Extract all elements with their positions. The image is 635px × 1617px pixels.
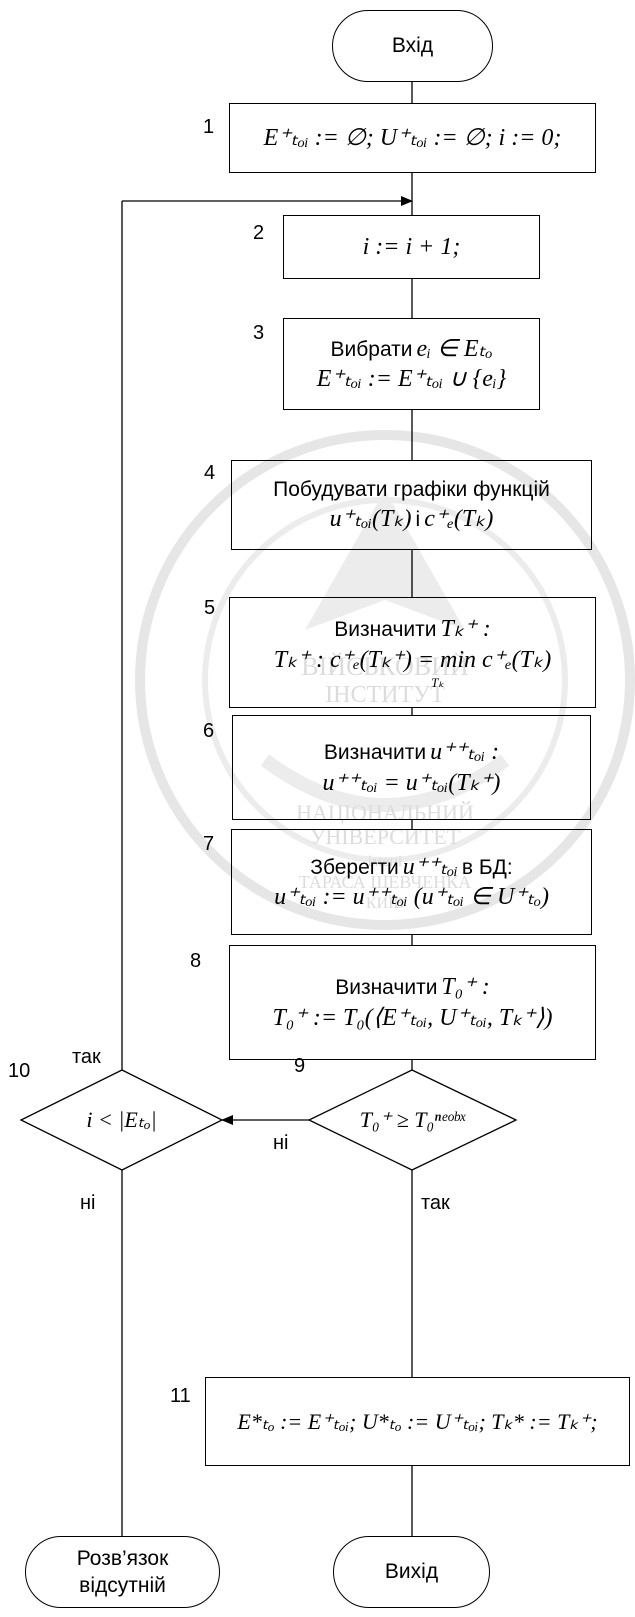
block-6-prefix: Визначити	[323, 741, 427, 765]
block-3-prefix: Вибрати	[330, 337, 413, 361]
edge-label-d9-yes: так	[421, 1192, 450, 1214]
decision-diamond-10	[19, 1069, 224, 1171]
block-5-formula-1: Tₖ⁺ :	[440, 616, 491, 643]
block-1: E⁺ₜₒᵢ := ∅; U⁺ₜₒᵢ := ∅; i := 0;	[229, 103, 596, 173]
edge-label-d9-no: ні	[273, 1132, 289, 1154]
block-2-number: 2	[253, 222, 265, 244]
block-6-formula-2: u⁺⁺ₜₒᵢ = u⁺ₜₒᵢ(Tₖ⁺)	[322, 769, 501, 796]
block-7-number: 7	[203, 833, 215, 855]
decision-10-condition: i < |Eₜₒ|	[86, 1107, 157, 1133]
block-5: Визначити Tₖ⁺ : Tₖ⁺ : c⁺ₑ(Tₖ⁺) = min c⁺ₑ…	[229, 597, 596, 708]
decision-9-number: 9	[294, 1055, 306, 1077]
block-8-number: 8	[190, 950, 202, 972]
block-4-number: 4	[204, 462, 216, 484]
block-8-prefix: Визначити	[335, 976, 438, 1000]
block-4-text: Побудувати графіки функцій	[273, 477, 550, 501]
block-5-number: 5	[204, 597, 216, 619]
block-7: Зберегти u⁺⁺ₜₒᵢ в БД: u⁺ₜₒᵢ := u⁺⁺ₜₒᵢ (u…	[231, 829, 592, 935]
edge-label-d10-yes: так	[72, 1046, 101, 1068]
block-4-connector: і	[415, 508, 421, 531]
block-4: Побудувати графіки функцій u⁺ₜₒᵢ(Tₖ) і c…	[231, 460, 592, 550]
block-3: Вибрати eᵢ ∈ Eₜₒ E⁺ₜₒᵢ := E⁺ₜₒᵢ ∪ {eᵢ}	[283, 318, 540, 410]
decision-10-number: 10	[8, 1060, 31, 1082]
watermark-line: КИЇВ	[366, 894, 404, 912]
block-6-number: 6	[203, 720, 215, 742]
end-terminal: Вихід	[333, 1536, 490, 1608]
decision-9-condition: T₀⁺ ≥ T₀ⁿᵉᵒᵇˣ	[359, 1107, 466, 1133]
watermark-line: імені	[368, 853, 403, 870]
watermark-line: ТАРАСА ШЕВЧЕНКА	[299, 872, 471, 892]
block-6: Визначити u⁺⁺ₜₒᵢ : u⁺⁺ₜₒᵢ = u⁺ₜₒᵢ(Tₖ⁺)	[232, 715, 591, 820]
decision-9: T₀⁺ ≥ T₀ⁿᵉᵒᵇˣ	[309, 1070, 516, 1170]
end-label: Вихід	[384, 1560, 439, 1583]
block-5-prefix: Визначити	[334, 618, 437, 642]
block-3-formula-2: E⁺ₜₒᵢ := E⁺ₜₒᵢ ∪ {eᵢ}	[316, 366, 507, 393]
block-4-formula-2: c⁺ₑ(Tₖ)	[424, 506, 494, 532]
decision-10: i < |Eₜₒ|	[21, 1070, 222, 1170]
watermark-seal: ВІЙСЬКОВИЙ ІНСТИТУТ НАЦІОНАЛЬНИЙ УНІВЕРС…	[135, 430, 635, 930]
watermark-line: НАЦІОНАЛЬНИЙ	[296, 800, 474, 825]
block-4-formula-1: u⁺ₜₒᵢ(Tₖ)	[329, 506, 412, 532]
block-7-formula-2: u⁺ₜₒᵢ := u⁺⁺ₜₒᵢ (u⁺ₜₒᵢ ∈ U⁺ₜₒ)	[274, 884, 549, 911]
start-label: Вхід	[391, 34, 434, 57]
block-8-formula-1: T₀⁺ :	[441, 974, 490, 1001]
block-3-formula-1: eᵢ ∈ Eₜₒ	[416, 335, 493, 362]
watermark-line: УНІВЕРСИТЕТ	[310, 824, 461, 849]
edge-label-d10-no: ні	[80, 1192, 96, 1214]
no-solution-line2: відсутній	[79, 1574, 166, 1597]
no-solution-line1: Розв’язок	[76, 1546, 169, 1570]
no-solution-terminal: Розв’язок відсутній	[25, 1536, 220, 1608]
block-2-formula: i := i + 1;	[362, 234, 461, 260]
watermark-line: ВІЙСЬКОВИЙ	[301, 652, 469, 681]
watermark-line: ІНСТИТУТ	[325, 682, 445, 708]
block-7-prefix: Зберегти	[310, 855, 399, 879]
block-11-formula: E*ₜₒ := E⁺ₜₒᵢ; U*ₜₒ := U⁺ₜₒᵢ; Tₖ* := Tₖ⁺…	[237, 1408, 598, 1434]
block-5-formula-2: Tₖ⁺ : c⁺ₑ(Tₖ⁺) = min c⁺ₑ(Tₖ)	[273, 646, 552, 673]
block-11: E*ₜₒ := E⁺ₜₒᵢ; U*ₜₒ := U⁺ₜₒᵢ; Tₖ* := Tₖ⁺…	[205, 1377, 630, 1466]
block-11-number: 11	[170, 1385, 191, 1407]
block-5-min-subscript: Tₖ	[431, 674, 444, 690]
block-8-formula-2: T₀⁺ := T₀(⟨E⁺ₜₒᵢ, U⁺ₜₒᵢ, Tₖ⁺⟩)	[272, 1004, 553, 1031]
block-8: Визначити T₀⁺ : T₀⁺ := T₀(⟨E⁺ₜₒᵢ, U⁺ₜₒᵢ,…	[229, 945, 596, 1060]
block-2: i := i + 1;	[283, 215, 540, 279]
block-7-suffix: в БД:	[461, 855, 513, 879]
block-3-number: 3	[253, 322, 265, 344]
decision-diamond-9	[307, 1069, 518, 1171]
block-1-number: 1	[203, 116, 215, 138]
block-1-formula: E⁺ₜₒᵢ := ∅; U⁺ₜₒᵢ := ∅; i := 0;	[263, 125, 562, 151]
start-terminal: Вхід	[332, 10, 493, 82]
block-7-formula-1: u⁺⁺ₜₒᵢ	[402, 853, 458, 880]
block-6-formula-1: u⁺⁺ₜₒᵢ :	[430, 739, 500, 766]
